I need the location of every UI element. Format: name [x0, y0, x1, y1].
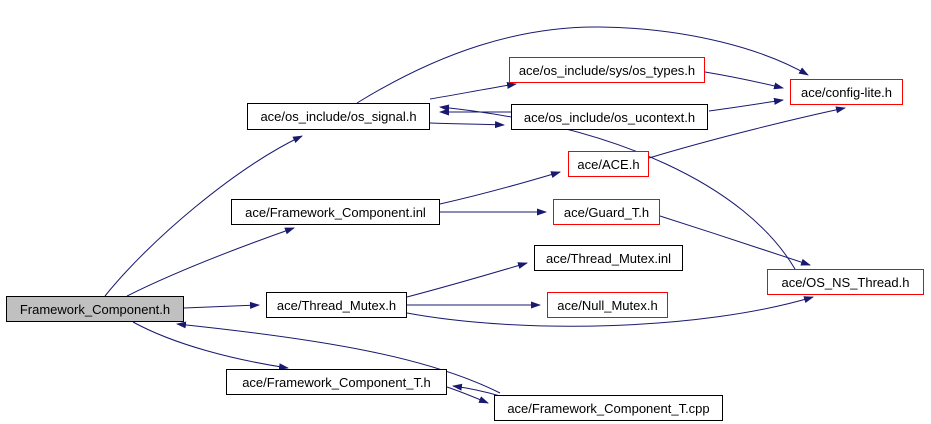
edge-framework-component-t-h-to-framework-component-t-cpp [446, 386, 489, 404]
node-framework-component-t-cpp[interactable]: ace/Framework_Component_T.cpp [494, 395, 723, 421]
edge-framework-component-h-to-os-signal-h [104, 135, 303, 297]
edge-framework-component-h-to-framework-component-inl [126, 227, 295, 297]
edge-framework-component-inl-to-ace-h [439, 171, 561, 205]
edge-os-types-h-to-config-lite-h [704, 71, 784, 90]
edge-ace-h-to-config-lite-h [648, 106, 846, 159]
node-thread-mutex-inl[interactable]: ace/Thread_Mutex.inl [534, 245, 683, 271]
node-framework-component-h[interactable]: Framework_Component.h [6, 296, 184, 322]
edge-os-signal-h-to-os-types-h [429, 81, 517, 100]
edge-framework-component-t-cpp-to-framework-component-h [176, 321, 501, 394]
edge-os-signal-h-to-os-ucontext-h [429, 121, 505, 129]
node-os-signal-h[interactable]: ace/os_include/os_signal.h [247, 103, 430, 130]
node-framework-component-inl[interactable]: ace/Framework_Component.inl [231, 199, 440, 225]
node-ace-h[interactable]: ace/ACE.h [568, 151, 649, 177]
edge-os-ucontext-h-to-config-lite-h [708, 97, 784, 112]
node-framework-component-t-h[interactable]: ace/Framework_Component_T.h [226, 369, 447, 395]
edge-framework-component-h-to-framework-component-t-h [132, 321, 289, 371]
node-os-ucontext-h[interactable]: ace/os_include/os_ucontext.h [511, 104, 708, 130]
edge-os-signal-h-to-config-lite-h [356, 26, 809, 104]
node-guard-t-h[interactable]: ace/Guard_T.h [553, 199, 660, 225]
edge-framework-component-h-to-thread-mutex-h [183, 301, 260, 309]
node-null-mutex-h[interactable]: ace/Null_Mutex.h [547, 292, 668, 318]
edge-thread-mutex-h-to-thread-mutex-inl [406, 262, 528, 298]
edge-framework-component-t-cpp-to-framework-component-t-h [452, 383, 501, 397]
edge-os-ns-thread-h-to-os-signal-h [439, 104, 796, 270]
node-thread-mutex-h[interactable]: ace/Thread_Mutex.h [266, 292, 407, 318]
node-config-lite-h[interactable]: ace/config-lite.h [790, 79, 903, 105]
edge-guard-t-h-to-os-ns-thread-h [659, 215, 811, 266]
node-os-ns-thread-h[interactable]: ace/OS_NS_Thread.h [767, 269, 924, 295]
node-os-types-h[interactable]: ace/os_include/sys/os_types.h [509, 57, 705, 83]
edge-thread-mutex-h-to-os-ns-thread-h [406, 296, 814, 327]
